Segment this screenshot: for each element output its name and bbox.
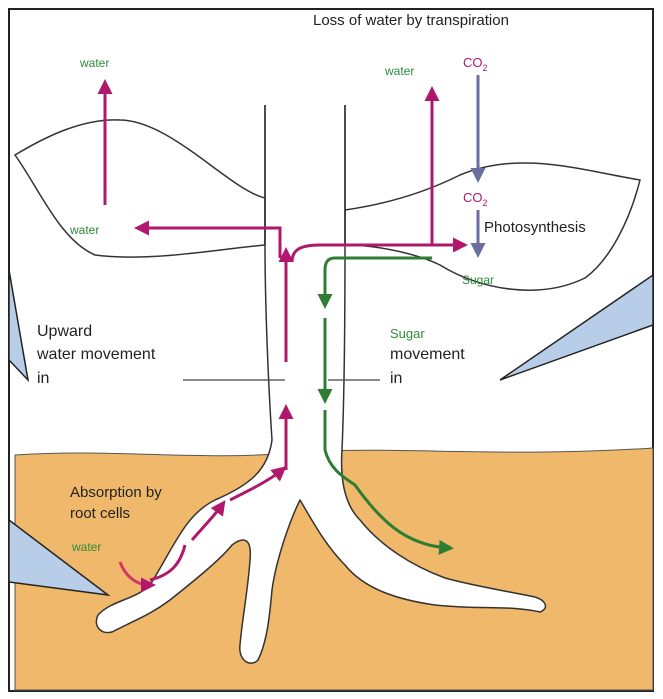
absorption-label-line2: root cells (70, 505, 130, 522)
sugar-label: Sugar (462, 273, 494, 287)
upward-label-line2: water movement (36, 346, 156, 363)
absorption-label-line1: Absorption by (70, 484, 162, 501)
title-text: Loss of water by transpiration (313, 12, 509, 29)
upward-label-line1: Upward (37, 323, 92, 340)
water-label-root: water (71, 540, 101, 554)
sugar-move-label-line1: Sugar (390, 326, 425, 341)
water-label-leaf: water (69, 223, 99, 237)
sugar-move-label-line3: in (390, 370, 402, 387)
upward-label-line3: in (37, 370, 49, 387)
sugar-move-label-line2: movement (390, 346, 465, 363)
water-label-top-right: water (384, 64, 414, 78)
photosynthesis-label: Photosynthesis (484, 219, 586, 236)
water-label-top-left: water (79, 56, 109, 70)
